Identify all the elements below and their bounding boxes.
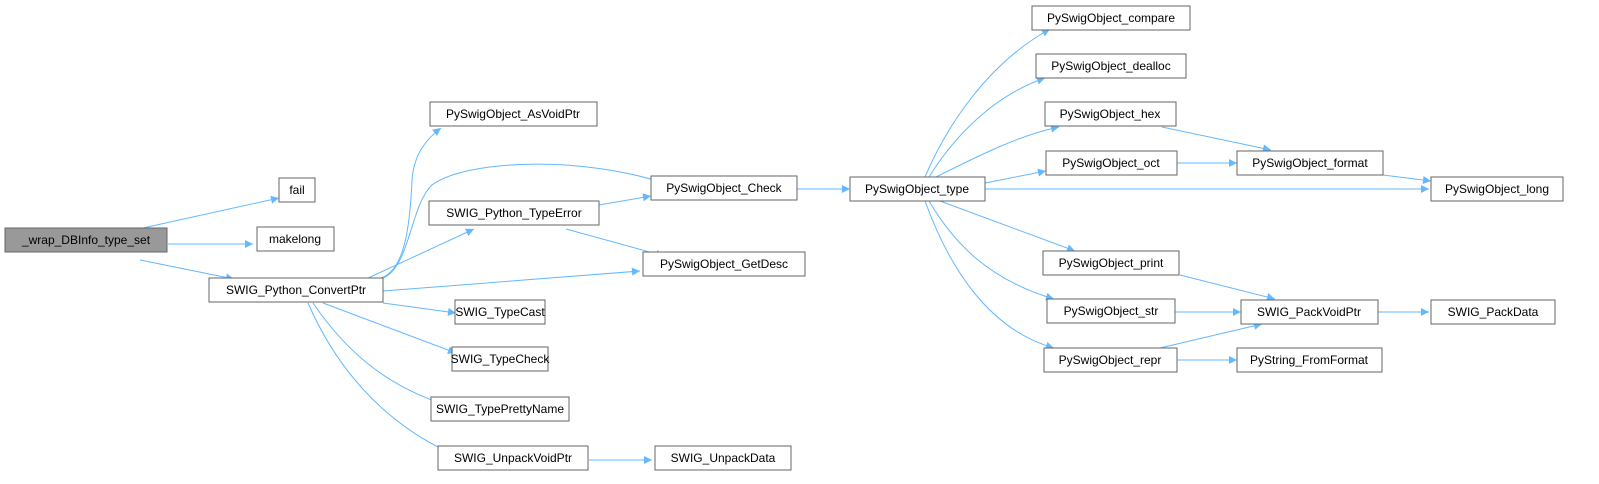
node-label: PySwigObject_oct [1062, 156, 1160, 170]
node-label: PySwigObject_dealloc [1051, 59, 1170, 73]
node-swig-unpackdata[interactable]: SWIG_UnpackData [654, 445, 792, 471]
node-label: PySwigObject_hex [1060, 107, 1161, 121]
node-label: SWIG_UnpackData [671, 451, 776, 465]
node-pyswigobject-getdesc[interactable]: PySwigObject_GetDesc [642, 251, 806, 277]
node-pystring-fromformat[interactable]: PyString_FromFormat [1236, 347, 1383, 373]
edge-convertptr-typeprettyname [312, 302, 444, 406]
node-label: PySwigObject_Check [666, 181, 782, 195]
node-label: PySwigObject_AsVoidPtr [446, 107, 580, 121]
edge-convertptr-getdesc [382, 267, 641, 292]
node-fail[interactable]: fail [278, 177, 316, 203]
node-label: SWIG_PackVoidPtr [1257, 305, 1361, 319]
edge-type-oct [984, 168, 1047, 184]
edge-convertptr-check [380, 163, 668, 280]
node-pyswigobject-compare[interactable]: PySwigObject_compare [1031, 5, 1191, 31]
node-pyswigobject-str[interactable]: PySwigObject_str [1046, 298, 1176, 324]
edge-format-long [1382, 174, 1432, 184]
node-label: PyString_FromFormat [1250, 353, 1369, 367]
node-label: PySwigObject_format [1252, 156, 1368, 170]
node-label: SWIG_TypeCast [455, 305, 545, 319]
node-swig-python-convertptr[interactable]: SWIG_Python_ConvertPtr [208, 277, 384, 303]
node-swig-unpackvoidptr[interactable]: SWIG_UnpackVoidPtr [437, 445, 589, 471]
node-swig-typeprettyname[interactable]: SWIG_TypePrettyName [430, 396, 570, 422]
edge-repr-packvoidptr [1159, 321, 1263, 349]
node-pyswigobject-long[interactable]: PySwigObject_long [1430, 176, 1564, 202]
edge-typeerror-check [598, 193, 652, 206]
node-swig-python-typeerror[interactable]: SWIG_Python_TypeError [428, 200, 600, 226]
edge-print-packvoidptr [1179, 274, 1276, 301]
node-label: SWIG_PackData [1448, 305, 1539, 319]
node-wrap-dbinfo-type-set[interactable]: _wrap_DBInfo_type_set [4, 227, 168, 253]
node-label: PySwigObject_long [1445, 182, 1549, 196]
node-pyswigobject-check[interactable]: PySwigObject_Check [650, 175, 798, 201]
edge-type-repr [924, 200, 1055, 350]
node-swig-packvoidptr[interactable]: SWIG_PackVoidPtr [1240, 299, 1379, 325]
node-pyswigobject-dealloc[interactable]: PySwigObject_dealloc [1035, 53, 1187, 79]
node-label: PySwigObject_repr [1059, 353, 1162, 367]
edge-convertptr-unpackvoidptr [307, 302, 449, 453]
node-label: SWIG_UnpackVoidPtr [454, 451, 572, 465]
node-label: SWIG_Python_TypeError [446, 206, 581, 220]
node-swig-packdata[interactable]: SWIG_PackData [1430, 299, 1556, 325]
node-label: SWIG_TypeCheck [451, 352, 551, 366]
edge-hex-format [1161, 126, 1272, 153]
edge-type-dealloc [928, 76, 1046, 178]
node-label: _wrap_DBInfo_type_set [21, 233, 151, 247]
node-label: PySwigObject_print [1059, 256, 1164, 270]
node-swig-typecheck[interactable]: SWIG_TypeCheck [451, 346, 551, 372]
node-pyswigobject-print[interactable]: PySwigObject_print [1042, 250, 1180, 276]
node-label: PySwigObject_GetDesc [660, 257, 788, 271]
edge-type-hex [935, 124, 1060, 178]
nodes: _wrap_DBInfo_type_set fail makelong SWIG… [4, 5, 1564, 471]
edges [139, 28, 1432, 464]
edge-type-compare [924, 28, 1051, 178]
edge-convertptr-typecheck [322, 302, 457, 354]
edge-convertptr-typecast [382, 302, 457, 316]
edge-convertptr-typeerror [365, 228, 475, 280]
node-pyswigobject-repr[interactable]: PySwigObject_repr [1043, 347, 1178, 373]
node-label: makelong [269, 232, 321, 246]
node-pyswigobject-format[interactable]: PySwigObject_format [1236, 150, 1384, 176]
node-pyswigobject-asvoidptr[interactable]: PySwigObject_AsVoidPtr [429, 101, 598, 127]
node-label: PySwigObject_compare [1047, 11, 1175, 25]
node-pyswigobject-oct[interactable]: PySwigObject_oct [1045, 150, 1178, 176]
node-label: fail [289, 183, 304, 197]
node-makelong[interactable]: makelong [256, 226, 335, 252]
node-label: PySwigObject_type [865, 182, 969, 196]
node-swig-typecast[interactable]: SWIG_TypeCast [454, 299, 546, 325]
node-pyswigobject-hex[interactable]: PySwigObject_hex [1044, 101, 1177, 127]
edge-type-print [939, 200, 1076, 252]
edge-root-fail [142, 195, 280, 229]
node-label: PySwigObject_str [1064, 304, 1159, 318]
node-label: SWIG_TypePrettyName [436, 402, 564, 416]
edge-convertptr-asvoidptr [376, 127, 442, 280]
node-label: SWIG_Python_ConvertPtr [226, 283, 366, 297]
edge-root-convertptr [139, 259, 235, 282]
node-pyswigobject-type[interactable]: PySwigObject_type [849, 176, 986, 202]
edge-type-str [928, 200, 1055, 301]
